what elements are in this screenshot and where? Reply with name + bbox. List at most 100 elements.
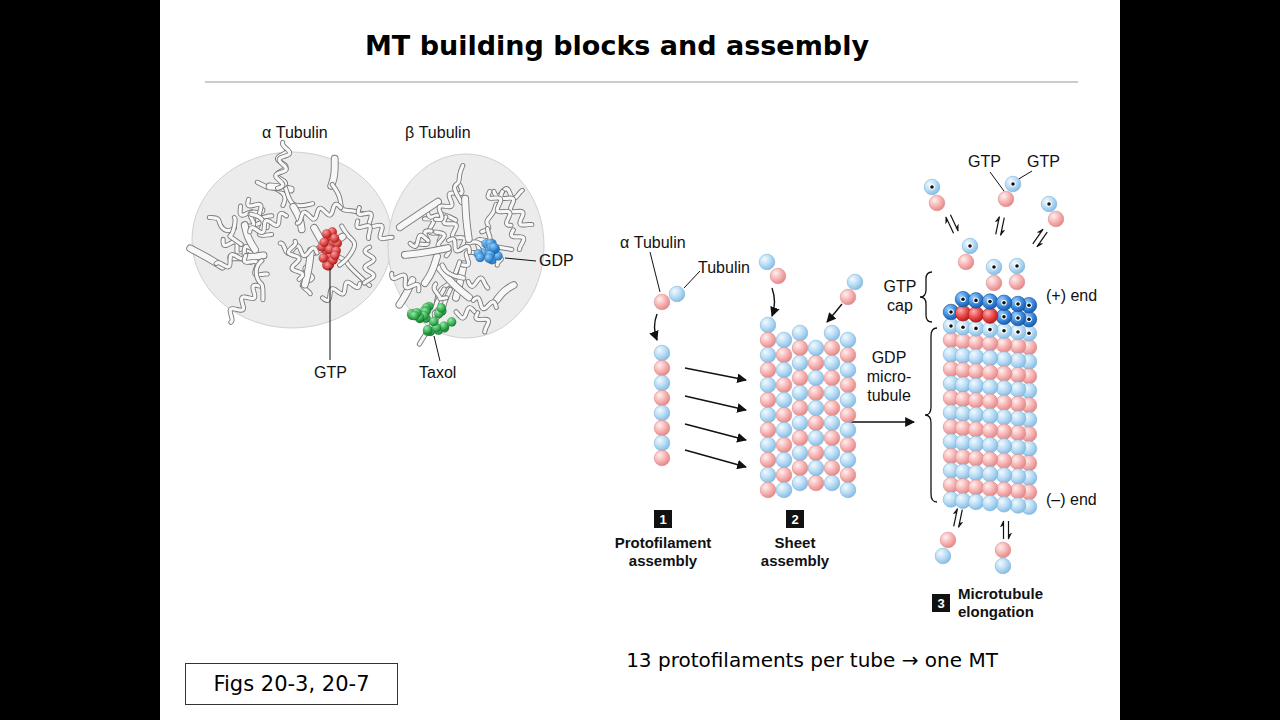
ribbon-strand (256, 261, 263, 300)
gtp-mark (968, 244, 972, 248)
gtp-mark (1011, 182, 1015, 186)
gtp-mark (974, 299, 978, 303)
tubulin-subunit (760, 482, 776, 498)
tubulin-subunit (824, 355, 840, 371)
ribbon-strand (358, 208, 392, 239)
ribbon-strand (436, 185, 463, 220)
ligand-spheres (317, 227, 502, 336)
ligand-atom (410, 311, 419, 320)
ribbon-strand (454, 166, 462, 203)
tubulin-subunit (968, 465, 984, 481)
tubulin-subunit (654, 390, 670, 406)
ribbon-strand (425, 256, 437, 283)
ribbon-strand (473, 298, 496, 309)
tubulin-subunit (996, 352, 1012, 368)
tubulin-subunit (1010, 324, 1026, 340)
tubulin-subunit (986, 259, 1002, 275)
step-marker: 3Microtubule elongation (932, 585, 1062, 621)
ribbon-strand (456, 308, 474, 318)
tubulin-subunit (968, 436, 984, 452)
tubulin-subunit (824, 460, 840, 476)
tubulin-subunit (1005, 176, 1021, 192)
step-number: 3 (932, 594, 950, 612)
tubulin-subunit (669, 286, 685, 302)
ligand-atom (319, 253, 328, 262)
slide-caption: 13 protofilaments per tube → one MT (562, 648, 1062, 672)
ribbon-outline (230, 218, 241, 245)
tubulin-subunit (982, 322, 998, 338)
tubulin-subunit (996, 309, 1012, 325)
tubulin-subunit (760, 347, 776, 363)
tubulin-subunit (760, 332, 776, 348)
gtp-mark (948, 323, 954, 329)
tubulin-subunit (996, 366, 1012, 382)
tubulin-subunit (968, 407, 984, 423)
tubulin-subunit (792, 355, 808, 371)
ribbon-strand (209, 217, 234, 230)
ribbon-strand (250, 213, 287, 232)
tubulin-subunit (958, 254, 974, 270)
ribbon-outline (454, 166, 462, 203)
gtp-mark (1016, 330, 1020, 334)
gtp-mark (1014, 263, 1020, 269)
tubulin-subunit (982, 308, 998, 324)
exchange-arrows (946, 215, 1047, 539)
gtp-mark (960, 324, 966, 330)
tubulin-subunit (986, 275, 1002, 291)
tubulin-subunit (808, 400, 824, 416)
tubulin-subunit (760, 422, 776, 438)
ribbon-outline (434, 284, 446, 299)
step-arrow (685, 368, 746, 380)
tubulin-subunit (1010, 454, 1026, 470)
tubulin-subunit (982, 394, 998, 410)
ribbon-strand (511, 230, 523, 250)
tubulin-subunit (968, 349, 984, 365)
tubulin-subunit (1010, 425, 1026, 441)
tubulin-subunit (808, 445, 824, 461)
ribbon-outline (442, 265, 464, 278)
tubulin-subunit (968, 321, 984, 337)
ligand-atom (319, 238, 328, 247)
tubulin-subunit (996, 439, 1012, 455)
tubulin-subunit (654, 405, 670, 421)
arrow-line (1008, 521, 1009, 539)
tubulin-subunit (1010, 338, 1026, 354)
leader-line (990, 172, 1004, 191)
tubulin-subunit (654, 345, 670, 361)
subunit-label: α Tubulin (262, 123, 328, 142)
curved-arrow (655, 314, 658, 340)
ribbon-outline (465, 199, 469, 239)
tubulin-subunit (995, 558, 1011, 574)
tubulin-subunit (968, 378, 984, 394)
ligand-atom (447, 317, 456, 326)
ribbon-strand (392, 273, 419, 290)
ribbon-strand (280, 243, 317, 256)
tubulin-subunit (792, 340, 808, 356)
ribbon-structure (190, 142, 532, 344)
gtp-mark (1001, 314, 1007, 320)
gtp-mark (987, 299, 993, 305)
leader-line (650, 252, 660, 292)
tubulin-subunit (935, 548, 951, 564)
tubulin-subunit (982, 466, 998, 482)
tubulin-subunit (824, 340, 840, 356)
gtp-mark (1015, 315, 1021, 321)
tubulin-subunit (792, 460, 808, 476)
curved-arrow (772, 288, 775, 316)
gtp-mark (987, 327, 993, 333)
gtp-mark (988, 328, 992, 332)
tubulin-subunit (1010, 296, 1026, 312)
arrow-line (1037, 232, 1047, 247)
ribbon-outline (358, 208, 392, 239)
tubulin-beads (654, 176, 1064, 574)
step-number: 2 (786, 510, 804, 528)
tubulin-subunit (1010, 440, 1026, 456)
gtp-mark (1026, 316, 1032, 322)
tubulin-subunit (982, 495, 998, 511)
tubulin-subunit (1010, 469, 1026, 485)
tubulin-subunit (654, 435, 670, 451)
tubulin-subunit (776, 362, 792, 378)
step-number: 1 (654, 510, 672, 528)
ribbon-strand (400, 202, 438, 228)
tubulin-subunit (824, 415, 840, 431)
